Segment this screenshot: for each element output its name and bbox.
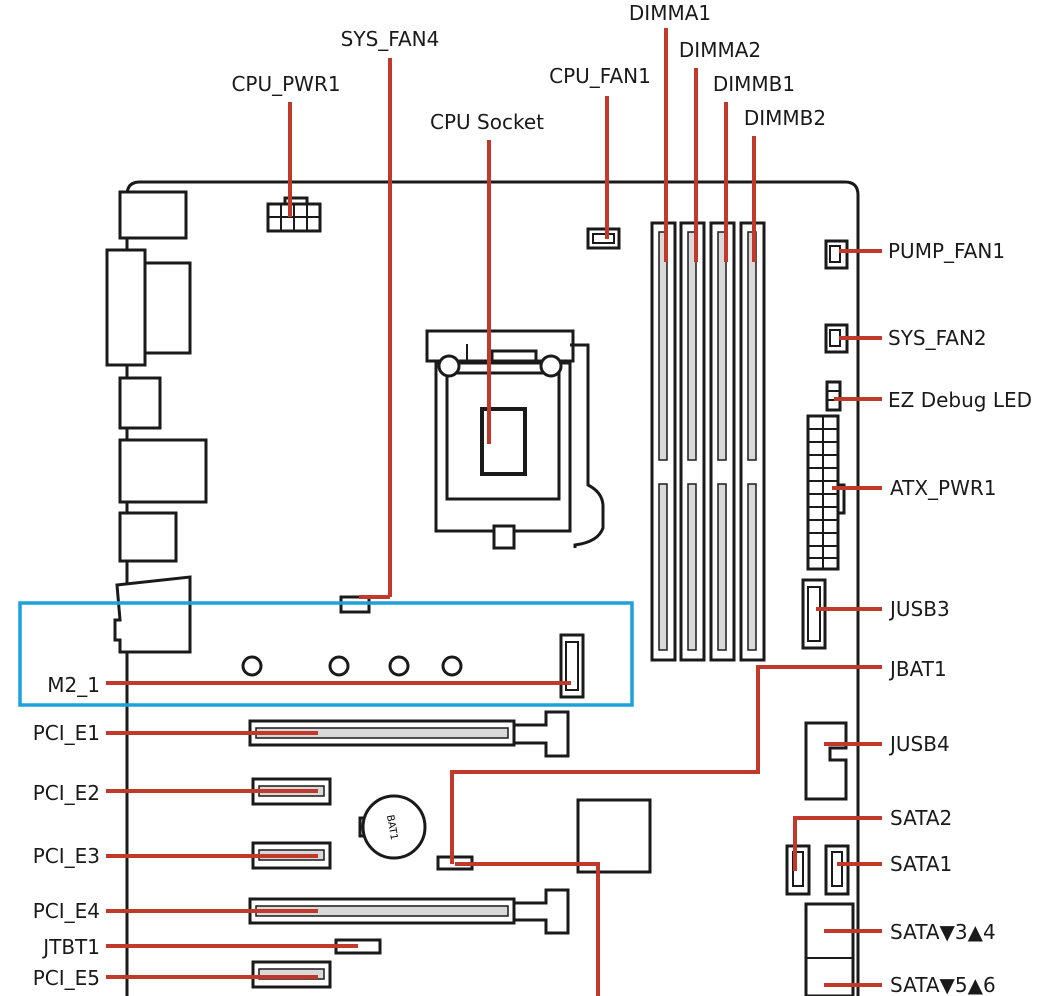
rear-io-panel: [105, 190, 208, 654]
label-cpu-pwr1: CPU_PWR1: [231, 72, 340, 96]
label-pci-e5: PCI_E5: [33, 966, 100, 990]
label-pci-e3: PCI_E3: [33, 844, 100, 868]
dimm-slots: [650, 221, 766, 662]
component-labels: DIMMA1 SYS_FAN4 DIMMA2 CPU_PWR1 CPU_FAN1…: [33, 1, 1032, 996]
board-outline: [125, 180, 860, 996]
label-m2-1: M2_1: [47, 673, 100, 697]
label-dimmb2: DIMMB2: [744, 106, 826, 130]
label-pci-e4: PCI_E4: [33, 899, 100, 923]
right-edge-headers: [824, 239, 849, 412]
label-dimmb1: DIMMB1: [713, 72, 795, 96]
cpu-fan1-connector: [586, 227, 621, 250]
battery-label: BAT1: [384, 814, 399, 841]
label-jtbt1: JTBT1: [41, 935, 100, 959]
m2-highlight-box: [18, 601, 634, 707]
cpu-pwr1-connector: [266, 196, 322, 233]
label-pci-e1: PCI_E1: [33, 721, 100, 745]
label-cpu-fan1: CPU_FAN1: [549, 64, 651, 88]
label-pci-e2: PCI_E2: [33, 781, 100, 805]
atx-pwr1-connector: [806, 414, 846, 571]
label-sata1: SATA1: [890, 852, 952, 876]
label-cpu-socket: CPU Socket: [430, 110, 544, 134]
label-sata2: SATA2: [890, 806, 952, 830]
label-ez-debug-led: EZ Debug LED: [888, 388, 1032, 412]
m2-slot-drawing: [241, 595, 585, 699]
battery-and-chipset: BAT1: [334, 794, 652, 955]
label-sata34: SATA▼3▲4: [890, 920, 996, 944]
cpu-socket-drawing: [425, 329, 605, 550]
label-jusb3: JUSB3: [888, 597, 950, 621]
label-atx-pwr1: ATX_PWR1: [890, 476, 997, 500]
jusb4-header: [804, 721, 848, 801]
label-jusb4: JUSB4: [888, 732, 950, 756]
sata-connectors: [785, 844, 855, 996]
label-sys-fan2: SYS_FAN2: [888, 326, 987, 350]
label-dimma2: DIMMA2: [679, 38, 761, 62]
leader-lines: [106, 28, 882, 996]
label-sys-fan4: SYS_FAN4: [341, 27, 440, 51]
label-jbat1: JBAT1: [888, 657, 947, 681]
label-dimma1: DIMMA1: [629, 1, 711, 25]
jusb3-header: [801, 578, 827, 650]
label-sata56: SATA▼5▲6: [890, 973, 996, 996]
label-pump-fan1: PUMP_FAN1: [888, 239, 1005, 263]
